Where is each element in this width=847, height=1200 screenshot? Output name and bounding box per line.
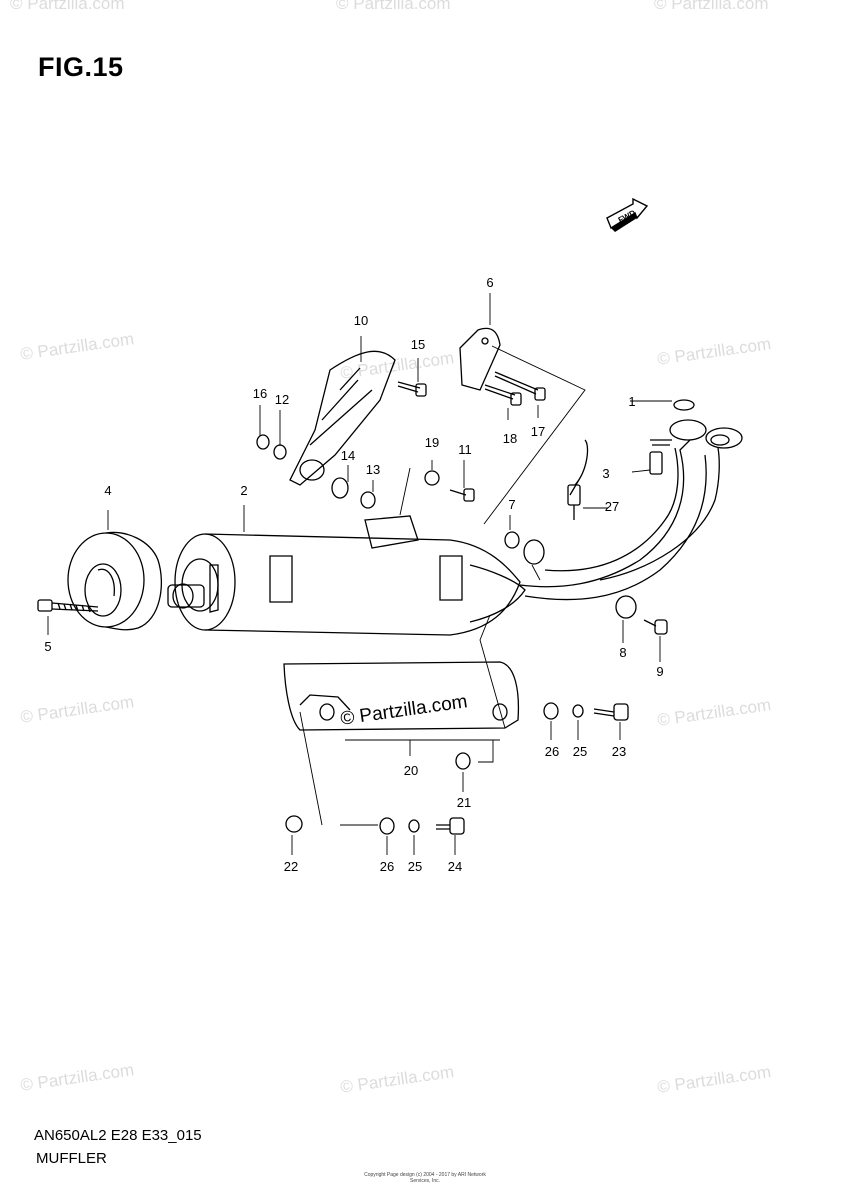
copyright-notice: Copyright Page design (c) 2004 - 2017 by… xyxy=(364,1172,486,1184)
callout-26-lower[interactable]: 26 xyxy=(379,859,395,874)
callout-13[interactable]: 13 xyxy=(365,462,381,477)
watermark-top-right: © Partzilla.com xyxy=(654,0,769,13)
callout-5[interactable]: 5 xyxy=(44,639,52,654)
part-6-bracket xyxy=(459,327,501,391)
callout-17[interactable]: 17 xyxy=(530,424,546,439)
leader-lines xyxy=(47,293,672,855)
callout-12[interactable]: 12 xyxy=(274,392,290,407)
callout-3[interactable]: 3 xyxy=(602,466,610,481)
section-name: MUFFLER xyxy=(36,1150,107,1167)
callout-6[interactable]: 6 xyxy=(486,275,494,290)
callout-16[interactable]: 16 xyxy=(252,386,268,401)
callout-19[interactable]: 19 xyxy=(424,435,440,450)
callout-27[interactable]: 27 xyxy=(604,499,620,514)
callout-25-upper[interactable]: 25 xyxy=(572,744,588,759)
part-5-bolt xyxy=(37,599,99,613)
watermark-top-center: © Partzilla.com xyxy=(336,0,451,13)
callout-1[interactable]: 1 xyxy=(628,394,636,409)
exhaust-header-pipes xyxy=(519,399,743,601)
callout-22[interactable]: 22 xyxy=(283,859,299,874)
part-2-muffler-body xyxy=(167,515,526,636)
figure-title: FIG.15 xyxy=(38,52,124,82)
callout-9[interactable]: 9 xyxy=(656,664,664,679)
diagram-code: AN650AL2 E28 E33_015 xyxy=(34,1127,202,1144)
callout-14[interactable]: 14 xyxy=(340,448,356,463)
callout-26-upper[interactable]: 26 xyxy=(544,744,560,759)
callout-25-lower[interactable]: 25 xyxy=(407,859,423,874)
callout-7[interactable]: 7 xyxy=(508,497,516,512)
callout-15[interactable]: 15 xyxy=(410,337,426,352)
forward-direction-arrow-icon: FWD xyxy=(606,197,649,232)
callout-18[interactable]: 18 xyxy=(502,431,518,446)
small-hardware xyxy=(256,434,637,835)
callout-11[interactable]: 11 xyxy=(458,442,472,457)
callout-10[interactable]: 10 xyxy=(353,313,369,328)
callout-8[interactable]: 8 xyxy=(619,645,627,660)
callout-20[interactable]: 20 xyxy=(403,763,419,778)
part-10-bracket xyxy=(289,350,396,486)
callout-2[interactable]: 2 xyxy=(240,483,248,498)
callout-23[interactable]: 23 xyxy=(611,744,627,759)
callout-24[interactable]: 24 xyxy=(447,859,463,874)
part-20-heat-shield xyxy=(283,661,520,731)
callout-4[interactable]: 4 xyxy=(104,483,112,498)
watermark-top-left: © Partzilla.com xyxy=(10,0,125,13)
part-4-end-cap xyxy=(67,531,163,631)
callout-21[interactable]: 21 xyxy=(456,795,472,810)
bolts xyxy=(397,371,668,835)
